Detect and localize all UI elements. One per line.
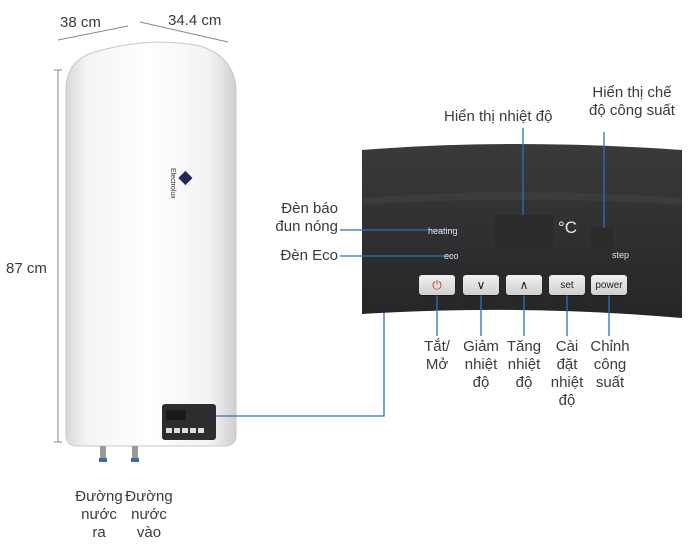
callout-eco-light: Đèn Eco: [280, 247, 338, 264]
increase-temp-button[interactable]: ∧: [506, 275, 542, 295]
width-label: 38 cm: [60, 14, 101, 31]
power-toggle-button[interactable]: ⏻: [419, 275, 455, 295]
inlet-pipe: [132, 446, 138, 460]
eco-indicator-label: eco: [444, 251, 459, 261]
set-temp-button[interactable]: set: [549, 275, 585, 295]
temperature-digits: [493, 213, 555, 251]
depth-label: 34.4 cm: [168, 12, 222, 29]
depth-dimension-line: [139, 21, 229, 43]
tank-control-panel: [162, 404, 216, 440]
callout-leaders: [340, 128, 610, 336]
decrease-temp-button[interactable]: ∨: [463, 275, 499, 295]
dimension-lines: [54, 21, 229, 443]
callout-btn-on-off: Tắt/Mở: [424, 338, 450, 373]
water-heater-tank: [65, 41, 237, 447]
step-label: step: [612, 250, 630, 260]
outlet-pipe: [100, 446, 106, 460]
brand-name: Electrolux: [169, 168, 176, 199]
width-dimension-line: [57, 25, 129, 41]
callout-temp-display: Hiển thị nhiệt độ: [444, 108, 553, 125]
heating-indicator-label: heating: [428, 226, 458, 236]
height-label: 87 cm: [6, 260, 47, 277]
power-mode-button[interactable]: power: [591, 275, 627, 295]
panel-connector-line: [216, 312, 385, 417]
temperature-unit: °C: [558, 218, 578, 237]
power-mode-digits: [589, 225, 615, 251]
